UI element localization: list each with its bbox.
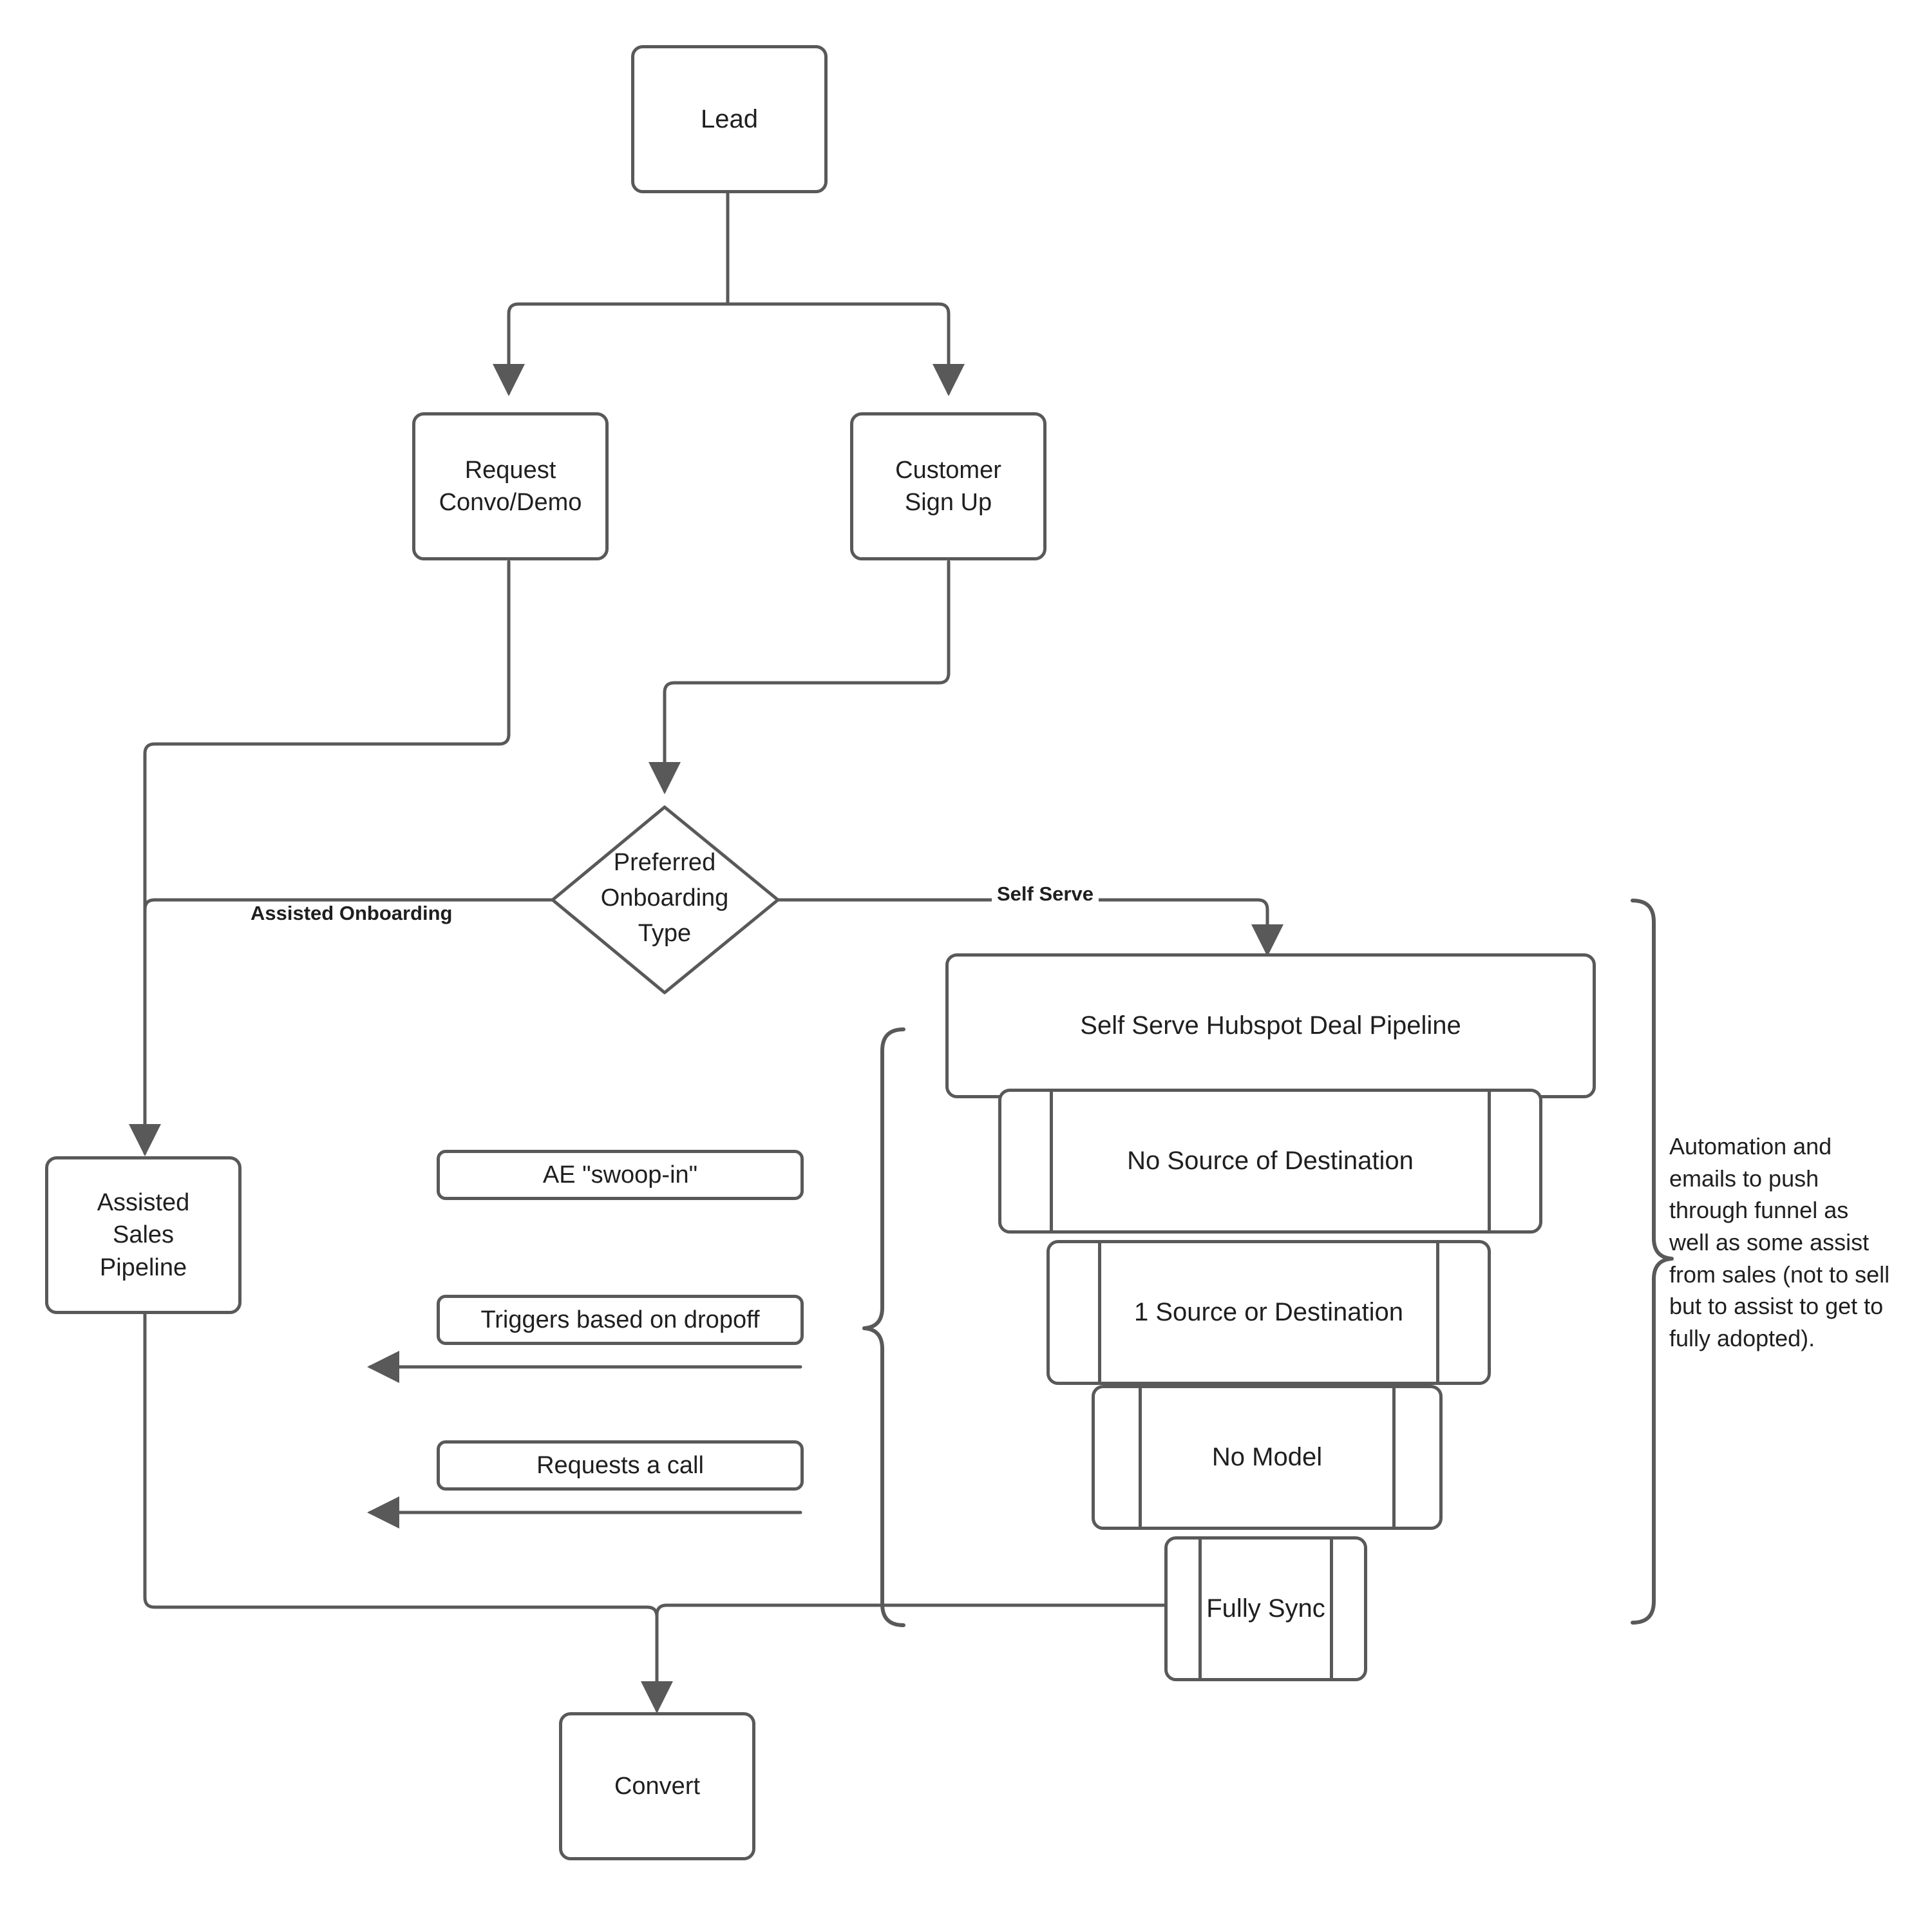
edge-fullysync-to-convert bbox=[655, 1603, 1169, 1712]
funnel-stage-fully-sync[interactable]: Fully Sync bbox=[1164, 1536, 1367, 1681]
funnel-inner-divider-left bbox=[1139, 1388, 1142, 1527]
node-convert-label: Convert bbox=[614, 1772, 701, 1800]
node-convert[interactable]: Convert bbox=[559, 1712, 755, 1860]
edge-label-assisted-onboarding: Assisted Onboarding bbox=[245, 902, 458, 925]
edge-label-self-serve-text: Self Serve bbox=[997, 882, 1094, 905]
funnel-inner-divider-left bbox=[1198, 1540, 1202, 1678]
funnel-stage-no-source-of-destination[interactable]: No Source of Destination bbox=[998, 1089, 1542, 1234]
node-requests-a-call-label: Requests a call bbox=[536, 1451, 704, 1479]
decision-line-3: Type bbox=[638, 920, 692, 948]
node-lead[interactable]: Lead bbox=[631, 45, 828, 193]
decision-line-2: Onboarding bbox=[600, 884, 729, 912]
annotation-text: Automation and emails to push through fu… bbox=[1669, 1133, 1890, 1352]
node-assisted-sales-pipeline-label: Assisted Sales Pipeline bbox=[97, 1189, 190, 1281]
node-request-convo-demo-label: Request Convo/Demo bbox=[439, 456, 582, 516]
funnel-inner-divider-right bbox=[1330, 1540, 1333, 1678]
node-ae-swoop-in[interactable]: AE "swoop-in" bbox=[437, 1150, 804, 1200]
edge-label-self-serve: Self Serve bbox=[992, 882, 1099, 906]
node-customer-sign-up[interactable]: Customer Sign Up bbox=[850, 412, 1046, 560]
funnel-stage-4-label: Fully Sync bbox=[1206, 1594, 1325, 1623]
edge-assisted-to-convert bbox=[143, 1312, 673, 1713]
funnel-stage-no-model[interactable]: No Model bbox=[1092, 1385, 1443, 1530]
decision-preferred-onboarding-type[interactable]: Preferred Onboarding Type bbox=[536, 845, 793, 951]
edge-decision-assisted-onboarding bbox=[143, 898, 554, 1155]
funnel-inner-divider-left bbox=[1050, 1092, 1053, 1230]
funnel-stage-self-serve-hubspot-deal-pipeline[interactable]: Self Serve Hubspot Deal Pipeline bbox=[945, 953, 1596, 1098]
edge-lead-to-request bbox=[493, 302, 730, 396]
decision-line-1: Preferred bbox=[613, 849, 716, 876]
funnel-stage-3-label: No Model bbox=[1211, 1443, 1323, 1471]
edge-label-assisted-onboarding-text: Assisted Onboarding bbox=[251, 902, 453, 924]
funnel-stage-2-label: 1 Source or Destination bbox=[1133, 1298, 1403, 1326]
funnel-stage-0-label: Self Serve Hubspot Deal Pipeline bbox=[1080, 1011, 1461, 1040]
node-triggers-dropoff[interactable]: Triggers based on dropoff bbox=[437, 1295, 804, 1345]
funnel-inner-divider-right bbox=[1488, 1092, 1491, 1230]
node-triggers-dropoff-label: Triggers based on dropoff bbox=[480, 1306, 760, 1333]
node-customer-sign-up-label: Customer Sign Up bbox=[895, 456, 1001, 516]
funnel-stage-1-source-or-destination[interactable]: 1 Source or Destination bbox=[1046, 1240, 1491, 1385]
node-requests-a-call[interactable]: Requests a call bbox=[437, 1440, 804, 1491]
funnel-inner-divider-right bbox=[1436, 1243, 1439, 1382]
funnel-left-brace bbox=[862, 1027, 905, 1627]
edge-request-to-assisted bbox=[129, 560, 511, 1156]
edge-lead-to-signup bbox=[726, 302, 965, 396]
node-ae-swoop-in-label: AE "swoop-in" bbox=[542, 1161, 698, 1188]
node-request-convo-demo[interactable]: Request Convo/Demo bbox=[412, 412, 609, 560]
funnel-inner-divider-left bbox=[1098, 1243, 1101, 1382]
funnel-stage-1-label: No Source of Destination bbox=[1127, 1147, 1414, 1175]
node-lead-label: Lead bbox=[701, 104, 758, 133]
edge-signup-to-decision bbox=[649, 560, 951, 794]
annotation-automation-and-emails: Automation and emails to push through fu… bbox=[1669, 1130, 1891, 1355]
funnel-inner-divider-right bbox=[1392, 1388, 1396, 1527]
edge-decision-self-serve bbox=[776, 898, 1283, 957]
funnel-right-brace bbox=[1631, 899, 1674, 1625]
node-assisted-sales-pipeline[interactable]: Assisted Sales Pipeline bbox=[45, 1156, 242, 1314]
